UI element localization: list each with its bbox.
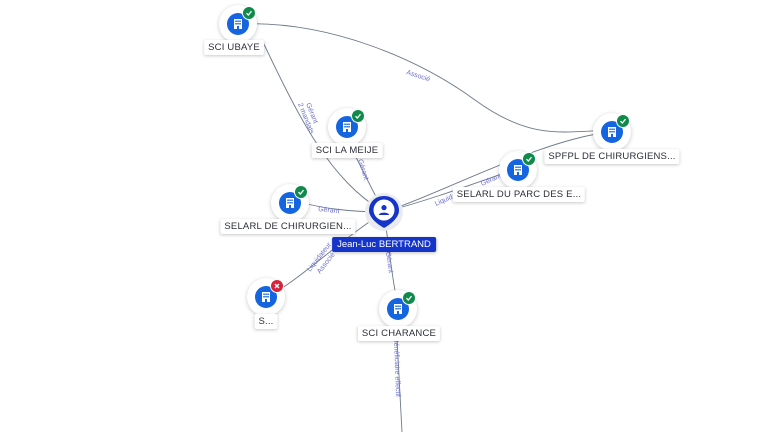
person-node[interactable] <box>364 192 404 242</box>
edge-label-person-charance: Gérant <box>384 251 394 273</box>
company-node-sci-la-meije[interactable] <box>328 108 366 146</box>
building-icon <box>279 192 301 214</box>
check-icon <box>351 109 365 123</box>
person-label[interactable]: Jean-Luc BERTRAND <box>332 237 436 252</box>
company-label-sci-la-meije[interactable]: SCI LA MEIJE <box>311 143 383 158</box>
company-node-spfpl[interactable] <box>593 113 631 151</box>
check-icon <box>294 185 308 199</box>
edge-label-charance-down: Bénéficiaire effectif <box>392 338 401 397</box>
company-node-s-closed[interactable] <box>247 278 285 316</box>
edge-ubaye-spfpl[interactable] <box>237 23 613 133</box>
edge-label-person-meije: Gérant <box>356 158 369 181</box>
building-icon <box>255 286 277 308</box>
company-node-sci-charance[interactable] <box>379 290 417 328</box>
company-label-selarl-parc[interactable]: SELARL DU PARC DES E... <box>452 187 586 202</box>
company-label-s-closed[interactable]: S... <box>254 314 278 329</box>
edge-label-person-selarlchir: Gérant <box>318 206 340 215</box>
company-label-spfpl[interactable]: SPFPL DE CHIRURGIENS... <box>544 149 680 164</box>
building-icon <box>336 116 358 138</box>
company-node-selarl-chir[interactable] <box>271 184 309 222</box>
company-label-sci-charance[interactable]: SCI CHARANCE <box>357 326 441 341</box>
check-icon <box>402 291 416 305</box>
building-icon <box>507 159 529 181</box>
company-node-sci-ubaye[interactable] <box>219 5 257 43</box>
check-icon <box>522 152 536 166</box>
company-node-selarl-parc[interactable] <box>499 151 537 189</box>
building-icon <box>387 298 409 320</box>
close-icon <box>270 279 284 293</box>
edge-label-ubaye-spfpl: Associé <box>405 69 431 83</box>
company-label-sci-ubaye[interactable]: SCI UBAYE <box>204 40 264 55</box>
check-icon <box>616 114 630 128</box>
building-icon <box>227 13 249 35</box>
user-icon <box>365 193 403 231</box>
check-icon <box>242 6 256 20</box>
edge-person-spfpl[interactable] <box>383 131 611 213</box>
building-icon <box>601 121 623 143</box>
company-label-selarl-chir[interactable]: SELARL DE CHIRURGIEN... <box>220 219 356 234</box>
